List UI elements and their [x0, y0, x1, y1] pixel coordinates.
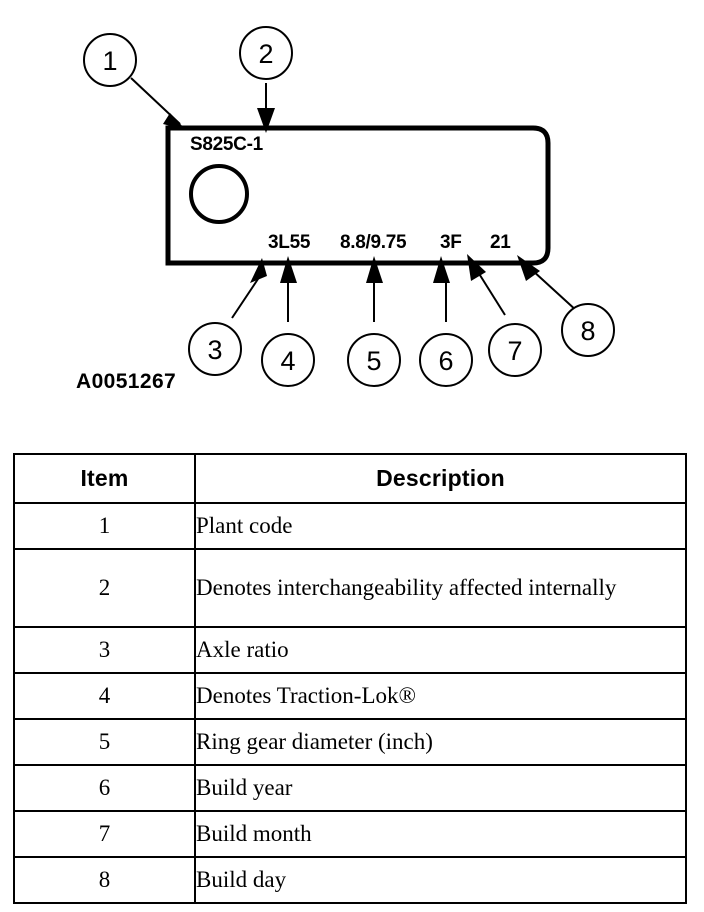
figure-id-label: A0051267 — [76, 370, 176, 393]
tag-build-year-text: 3F — [440, 232, 462, 253]
row-item-number: 1 — [13, 502, 196, 550]
table-row: 1 Plant code — [13, 502, 687, 550]
callout-3[interactable]: 3 — [188, 322, 242, 376]
table-row: 6 Build year — [13, 764, 687, 812]
table-row: 7 Build month — [13, 810, 687, 858]
legend-table: Item Description 1 Plant code 2 Denotes … — [13, 453, 687, 904]
leader-arrow-4 — [280, 256, 297, 283]
row-description: Denotes interchangeability affected inte… — [194, 548, 687, 628]
leader-arrow-1 — [163, 113, 186, 130]
callout-1-label: 1 — [102, 46, 117, 76]
row-item-number: 6 — [13, 764, 196, 812]
row-description: Plant code — [194, 502, 687, 550]
callout-4-label: 4 — [280, 346, 295, 376]
leader-line-7 — [477, 271, 506, 316]
axle-tag-mounting-hole — [189, 164, 249, 224]
row-item-number: 2 — [13, 548, 196, 628]
table-row: 3 Axle ratio — [13, 626, 687, 674]
table-row: 2 Denotes interchangeability affected in… — [13, 548, 687, 628]
row-item-number: 5 — [13, 718, 196, 766]
row-item-number: 7 — [13, 810, 196, 858]
column-header-item: Item — [13, 453, 196, 504]
legend-table-head: Item Description — [13, 453, 687, 504]
legend-header-row: Item Description — [13, 453, 687, 504]
axle-identification-figure: S825C-1 3L55 8.8/9.75 3F 21 — [0, 0, 704, 440]
callout-5-label: 5 — [366, 346, 381, 376]
leader-arrow-3 — [250, 258, 267, 283]
row-item-number: 3 — [13, 626, 196, 674]
leader-arrow-2 — [257, 108, 275, 133]
row-description: Build day — [194, 856, 687, 904]
row-item-number: 8 — [13, 856, 196, 904]
leader-line-3 — [231, 275, 261, 319]
callout-6-label: 6 — [438, 346, 453, 376]
row-description: Ring gear diameter (inch) — [194, 718, 687, 766]
row-description: Build month — [194, 810, 687, 858]
row-description: Build year — [194, 764, 687, 812]
tag-axle-ratio-text: 3L55 — [268, 232, 311, 253]
tag-build-day-text: 21 — [490, 232, 511, 253]
leader-arrow-5 — [366, 256, 383, 283]
leader-arrow-8 — [517, 255, 540, 281]
callout-2[interactable]: 2 — [239, 26, 293, 80]
tag-plant-code-text: S825C-1 — [190, 134, 264, 155]
leader-arrow-6 — [433, 256, 450, 283]
row-description: Axle ratio — [194, 626, 687, 674]
leader-arrow-7 — [467, 254, 486, 281]
table-row: 4 Denotes Traction-Lok® — [13, 672, 687, 720]
callout-8-label: 8 — [580, 316, 595, 346]
column-header-description: Description — [194, 453, 687, 504]
legend-table-body: 1 Plant code 2 Denotes interchangeabilit… — [13, 502, 687, 904]
row-description-text: Denotes interchangeability affected inte… — [196, 574, 617, 600]
row-description: Denotes Traction-Lok® — [194, 672, 687, 720]
axle-tag-diagram: S825C-1 3L55 8.8/9.75 3F 21 — [76, 26, 615, 393]
callout-2-label: 2 — [258, 39, 273, 69]
callout-7-label: 7 — [507, 336, 522, 366]
tag-ring-gear-text: 8.8/9.75 — [340, 232, 407, 253]
callout-3-label: 3 — [207, 335, 222, 365]
callout-8[interactable]: 8 — [561, 303, 615, 357]
table-row: 5 Ring gear diameter (inch) — [13, 718, 687, 766]
callout-6[interactable]: 6 — [419, 333, 473, 387]
callout-7[interactable]: 7 — [488, 323, 542, 377]
callout-4[interactable]: 4 — [261, 333, 315, 387]
row-item-number: 4 — [13, 672, 196, 720]
table-row: 8 Build day — [13, 856, 687, 904]
callout-1[interactable]: 1 — [83, 33, 137, 87]
callout-5[interactable]: 5 — [347, 333, 401, 387]
leader-line-8 — [531, 269, 579, 313]
axle-tag-outline — [165, 125, 551, 266]
